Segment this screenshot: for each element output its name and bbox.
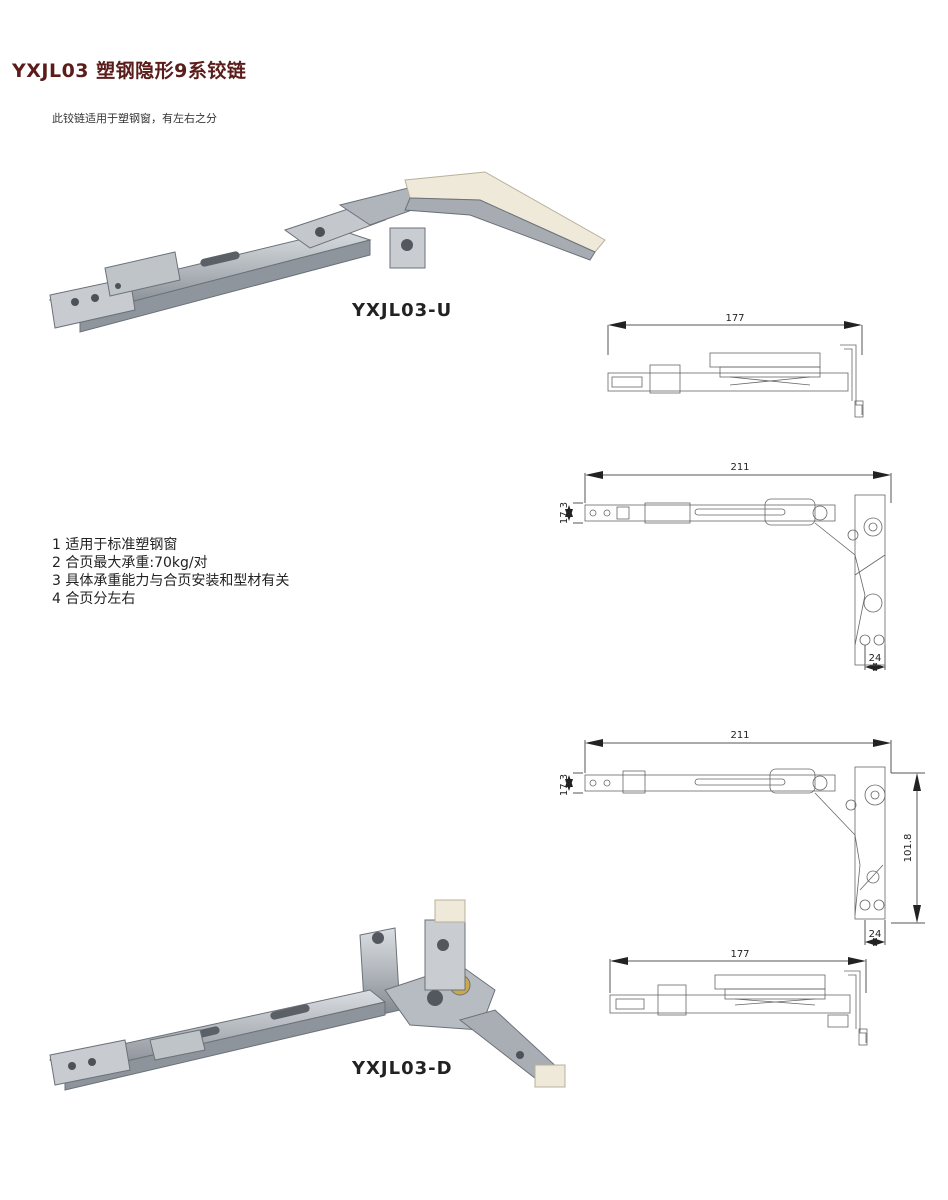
dimension-177-top: 177 [725, 313, 744, 324]
dimension-177-bottom: 177 [730, 949, 749, 960]
dimension-24-upper: 24 [869, 653, 882, 664]
hinge-u-photo [48, 171, 606, 333]
dimension-211-lower: 211 [730, 730, 749, 741]
top-view-drawing-lower: 211 17.3 101.8 24 [559, 730, 925, 946]
dimension-17-3-upper: 17.3 [559, 502, 570, 524]
side-view-drawing-top: 177 [607, 313, 864, 418]
dimension-24-lower: 24 [869, 929, 882, 940]
page-subtitle: 此铰链适用于塑钢窗，有左右之分 [52, 112, 217, 125]
hinge-d-photo [48, 899, 566, 1091]
feature-item: 3 具体承重能力与合页安装和型材有关 [52, 573, 290, 589]
feature-item: 1 适用于标准塑钢窗 [52, 537, 178, 553]
feature-list: 1 适用于标准塑钢窗 2 合页最大承重:70kg/对 3 具体承重能力与合页安装… [52, 536, 289, 608]
dimension-17-3-lower: 17.3 [559, 774, 570, 796]
top-view-drawing-upper: 211 17.3 24 [559, 462, 892, 671]
dimension-101-8: 101.8 [903, 834, 914, 863]
feature-item: 4 合页分左右 [52, 591, 136, 607]
page-title: YXJL03 塑钢隐形9系铰链 [12, 60, 247, 82]
feature-item: 2 合页最大承重:70kg/对 [52, 555, 208, 571]
model-label-u: YXJL03-U [352, 300, 453, 321]
model-label-d: YXJL03-D [352, 1058, 453, 1079]
dimension-211-upper: 211 [730, 462, 749, 473]
side-view-drawing-bottom: 177 [609, 949, 868, 1046]
